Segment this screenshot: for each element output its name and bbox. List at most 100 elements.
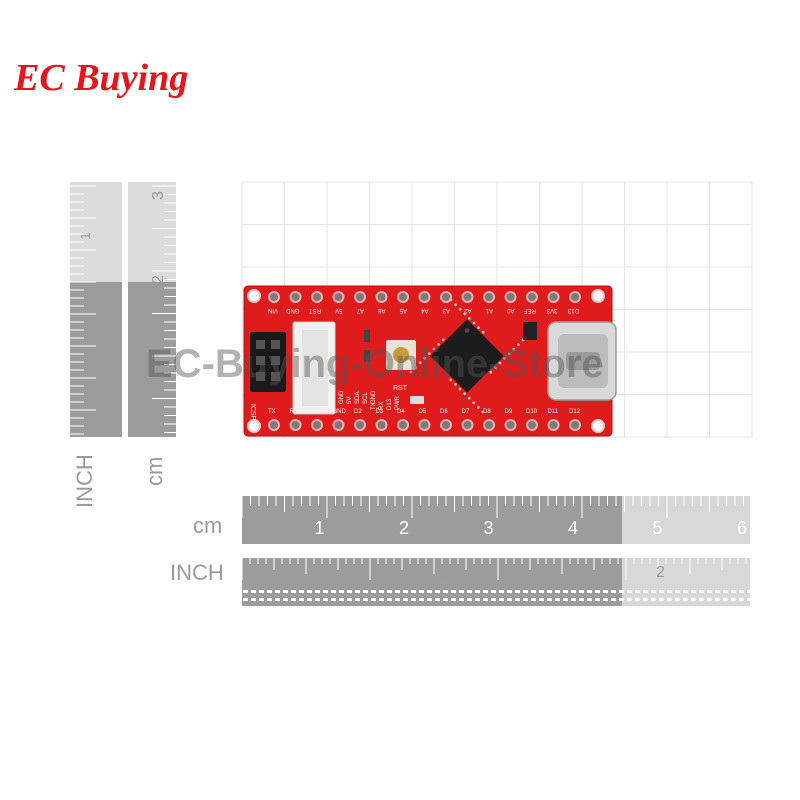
header-pin [569, 291, 581, 303]
led-label: PWR [395, 395, 401, 410]
horizontal-inch-ruler: 1 2 [241, 558, 755, 606]
voltage-regulator [523, 322, 537, 340]
header-pin [268, 291, 280, 303]
mounting-hole [591, 419, 605, 433]
header-pin [311, 419, 323, 431]
brand-logo-text: EC Buying [14, 57, 189, 99]
horizontal-inch-number-2: 2 [656, 564, 665, 581]
top-pin-label: A4 [420, 307, 428, 313]
horizontal-inch-number-1: 1 [438, 564, 447, 581]
top-pin-label: A1 [485, 307, 493, 313]
header-pin [375, 419, 388, 431]
horizontal-cm-number: 2 [399, 518, 409, 538]
top-pin-label: A0 [506, 307, 514, 313]
background-grid [241, 181, 753, 438]
horizontal-inch-label: INCH [170, 560, 224, 585]
top-pin-label: RST [309, 307, 321, 313]
bottom-pin-label: D12 [569, 409, 581, 415]
header-pin [311, 291, 323, 303]
header-pin [547, 291, 560, 303]
header-pin [375, 291, 388, 303]
header-pin [418, 291, 431, 303]
horizontal-cm-number: 5 [653, 518, 663, 538]
bottom-pin-label: D2 [354, 409, 362, 415]
horizontal-cm-number: 4 [568, 518, 578, 538]
connector-pin-label: SDA [355, 392, 361, 404]
vertical-cm-label: cm [142, 457, 167, 486]
top-pin-label: A7 [356, 307, 364, 313]
mounting-hole [247, 289, 261, 303]
header-pin [547, 419, 560, 431]
header-pin [268, 419, 280, 431]
smd-led [364, 350, 370, 362]
horizontal-cm-number: 1 [315, 518, 325, 538]
top-pin-header [268, 291, 581, 303]
top-pin-label: REF [524, 307, 536, 313]
header-pin [569, 419, 581, 431]
vertical-cm-ruler: 3 2 [128, 182, 176, 437]
mounting-hole [247, 419, 261, 433]
horizontal-cm-label: cm [193, 513, 222, 538]
header-pin [332, 291, 345, 303]
vertical-inch-number: 1 [77, 232, 93, 240]
mcu-chip [430, 319, 504, 393]
smd-component [410, 396, 424, 404]
vertical-inch-ruler: 1 [70, 182, 122, 437]
led-label: TX [371, 402, 377, 410]
top-pin-label: A6 [377, 307, 385, 313]
bottom-pin-label: D9 [505, 409, 513, 415]
bottom-pin-label: D11 [548, 409, 559, 415]
header-pin [440, 291, 452, 303]
header-pin [289, 291, 302, 303]
header-pin [440, 419, 452, 431]
header-pin [332, 419, 345, 431]
icsp-header [250, 332, 286, 392]
top-pin-label: D13 [567, 307, 579, 313]
header-pin [504, 419, 517, 431]
bottom-pin-label: GND [333, 409, 347, 415]
bottom-pin-label: D5 [419, 409, 427, 415]
header-pin [289, 419, 302, 431]
vertical-cm-number-2: 2 [150, 275, 167, 284]
header-pin [354, 419, 366, 431]
reset-label: RST [393, 385, 408, 392]
header-pin [483, 419, 495, 431]
top-pin-label: 3V3 [546, 307, 557, 313]
icsp-label: ICSP [249, 404, 256, 421]
connector-pin-label: SCL [363, 392, 369, 404]
header-pin [418, 419, 431, 431]
mounting-hole [591, 289, 605, 303]
header-pin [397, 291, 409, 303]
connector-pin-label: GND [371, 390, 377, 404]
horizontal-cm-number: 6 [737, 518, 747, 538]
header-pin [504, 291, 517, 303]
i2c-connector [292, 321, 336, 415]
header-pin [526, 419, 538, 431]
top-pin-label: A5 [399, 307, 407, 313]
header-pin [397, 419, 409, 431]
connector-pin-label: 5V [347, 397, 353, 404]
header-pin [483, 291, 495, 303]
vertical-cm-number-3: 3 [150, 191, 167, 200]
top-pin-label: A3 [442, 307, 450, 313]
bottom-pin-label: D10 [526, 409, 538, 415]
led-label: D13 [387, 398, 393, 410]
bottom-pin-header [268, 419, 581, 431]
header-pin [461, 291, 474, 303]
top-pin-label: A2 [463, 307, 471, 313]
top-pin-label: VIN [268, 307, 278, 313]
smd-led [364, 330, 370, 342]
header-pin [461, 419, 474, 431]
bottom-pin-label: D7 [462, 409, 470, 415]
top-pin-label: GND [286, 307, 300, 313]
led-label: RX [379, 402, 385, 410]
bottom-pin-label: D6 [440, 409, 448, 415]
header-pin [354, 291, 366, 303]
reset-button [386, 340, 416, 370]
header-pin [526, 291, 538, 303]
vertical-inch-label: INCH [72, 454, 97, 508]
connector-pin-label: GND [339, 390, 345, 404]
